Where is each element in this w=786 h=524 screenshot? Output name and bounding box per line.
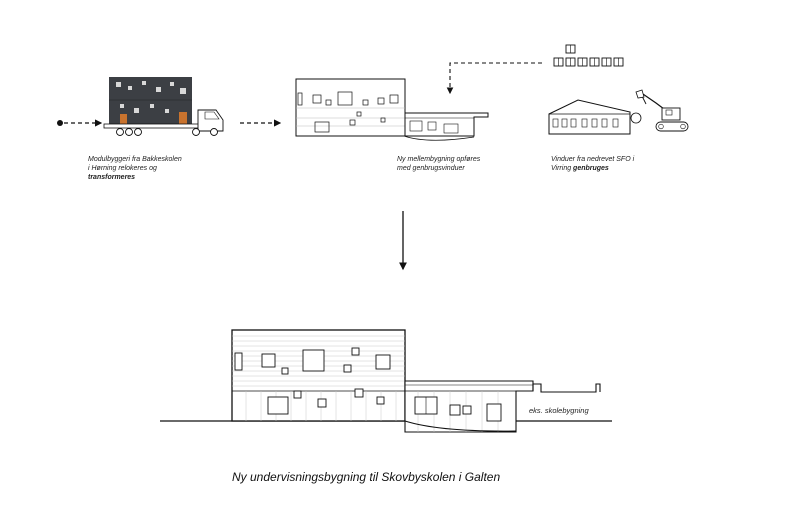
caption-step1-line1: Modulbyggeri fra Bakkeskolen [88,156,182,163]
caption-step2-line2: med genbrugsvinduer [397,165,465,172]
caption-step3-line1: Vinduer fra nedrevet SFO i [551,156,635,163]
caption-step2: Ny mellembygning opføres med genbrugsvin… [397,155,527,173]
caption-step1-line2: i Hørning relokeres og [88,165,157,172]
start-dot [57,120,63,126]
step2-building-elevation [295,78,489,141]
caption-step1-line3: transformeres [88,174,136,181]
excavator-icon [635,89,689,132]
demolished-sfo-house-icon [548,99,642,135]
final-building-elevation [160,329,612,433]
salvaged-windows-icon [553,44,624,67]
caption-step3-line2: Virring genbruges [551,165,609,172]
arrow-windows-to-building [446,62,542,95]
caption-step2-line1: Ny mellembygning opføres [397,156,481,163]
caption-step3: Vinduer fra nedrevet SFO i Virring genbr… [551,155,681,173]
diagram-title: Ny undervisningsbygning til Skovbyskolen… [232,470,501,484]
existing-school-label: eks. skolebygning [529,406,589,415]
module-building-on-truck [103,77,224,136]
caption-step1: Modulbyggeri fra Bakkeskolen i Hørning r… [88,155,238,182]
